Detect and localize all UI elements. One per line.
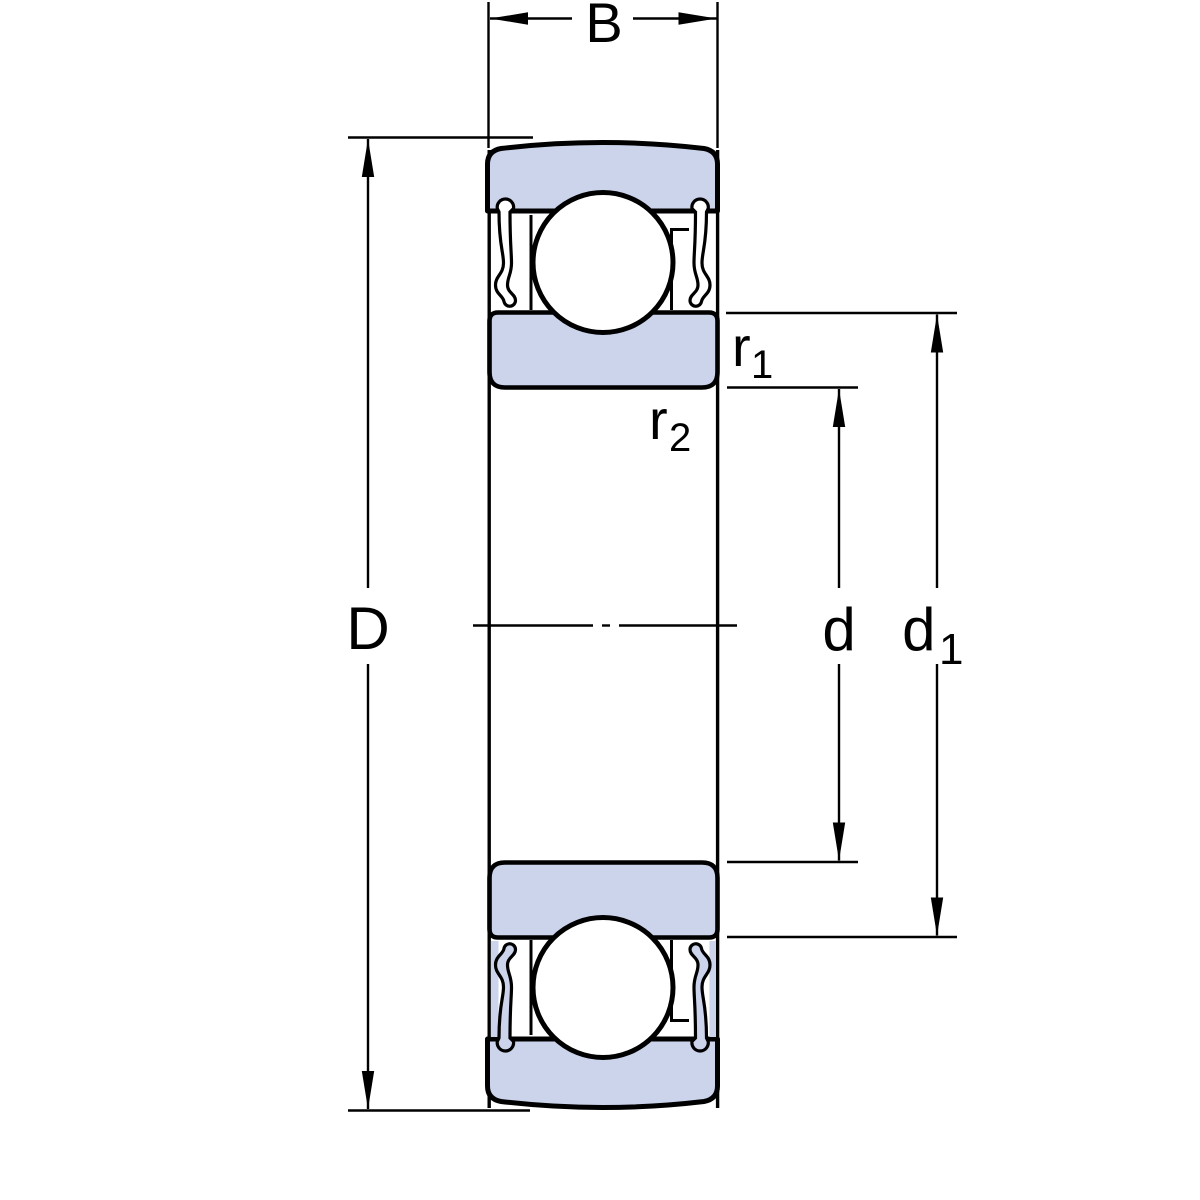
d1-arrow-down — [930, 897, 944, 936]
bottom-right-seal-cavity — [709, 941, 716, 1037]
bearing-bottom-section — [488, 863, 718, 1108]
label-outer-diameter-D: D — [346, 595, 389, 662]
top-right-seal — [688, 197, 712, 308]
d1-arrow-up — [930, 314, 944, 353]
label-fillet-radius-r1: r 1 — [732, 315, 773, 387]
bottom-right-seal — [688, 942, 712, 1053]
top-left-seal — [493, 197, 518, 308]
b-arrow-left — [490, 12, 528, 25]
dimension-d1: d 1 — [726, 311, 963, 939]
dimension-d: d — [727, 386, 858, 864]
dimension-D: D — [346, 136, 533, 1112]
label-bore-diameter-d: d — [822, 596, 855, 663]
label-fillet-radius-r2: r 2 — [649, 388, 691, 460]
label-width-B: B — [585, 0, 622, 54]
bearing-top-section — [488, 143, 718, 388]
label-shoulder-diameter-d1: d 1 — [902, 596, 963, 674]
b-arrow-right — [678, 12, 717, 25]
d-bore-arrow-up — [832, 389, 846, 427]
bottom-rings-and-ball — [488, 863, 718, 1108]
dimension-B: B — [487, 0, 719, 148]
d-outer-arrow-up — [361, 139, 375, 177]
bottom-left-seal-cavity — [490, 941, 499, 1037]
d-outer-arrow-down — [361, 1071, 375, 1109]
d-bore-arrow-down — [832, 822, 846, 861]
top-rings-and-ball — [488, 143, 718, 388]
